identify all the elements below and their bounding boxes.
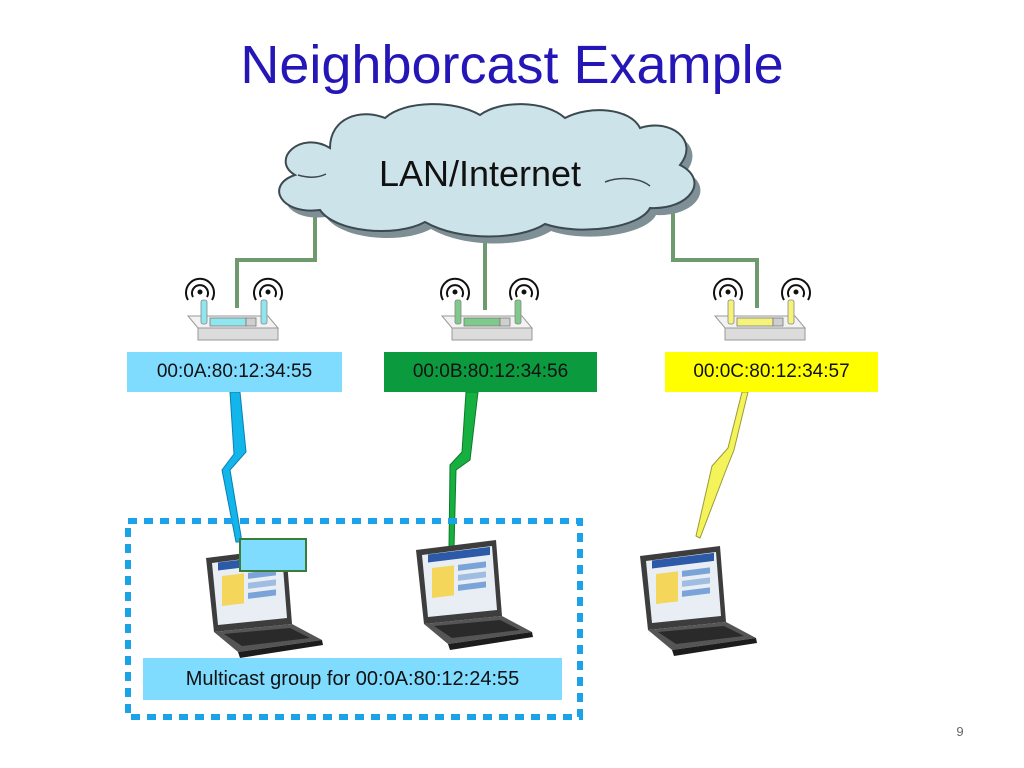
laptop-icon: [416, 540, 533, 650]
laptop-icon: [640, 546, 757, 656]
wireless-signal-icon: [781, 277, 811, 301]
multicast-group-label: Multicast group for 00:0A:80:12:24:55: [143, 658, 562, 700]
wireless-signal-icon: [253, 277, 283, 301]
wireless-signal-icon: [713, 277, 743, 301]
wifi-router-icon-c: [714, 299, 806, 341]
cloud-label: LAN/Internet: [378, 153, 582, 194]
wireless-signal-icon: [185, 277, 215, 301]
slide-title: Neighborcast Example: [240, 35, 784, 95]
mac-label-c: 00:0C:80:12:34:57: [665, 352, 878, 392]
wifi-router-icon-a: [187, 299, 279, 341]
mac-label-b: 00:0B:80:12:34:56: [384, 352, 597, 392]
mac-label-a: 00:0A:80:12:34:55: [127, 352, 342, 392]
cloud-icon: [278, 103, 701, 244]
wireless-signal-icon: [440, 277, 470, 301]
uplink-c: [671, 205, 759, 308]
multicast-group-border: [125, 518, 583, 720]
wireless-signal-icon: [509, 277, 539, 301]
packet-box: [239, 538, 307, 572]
uplink-a: [235, 215, 317, 308]
lightning-link-icon-b: [448, 391, 479, 549]
lightning-link-icon-c: [695, 391, 749, 539]
page-number: 9: [956, 724, 964, 739]
